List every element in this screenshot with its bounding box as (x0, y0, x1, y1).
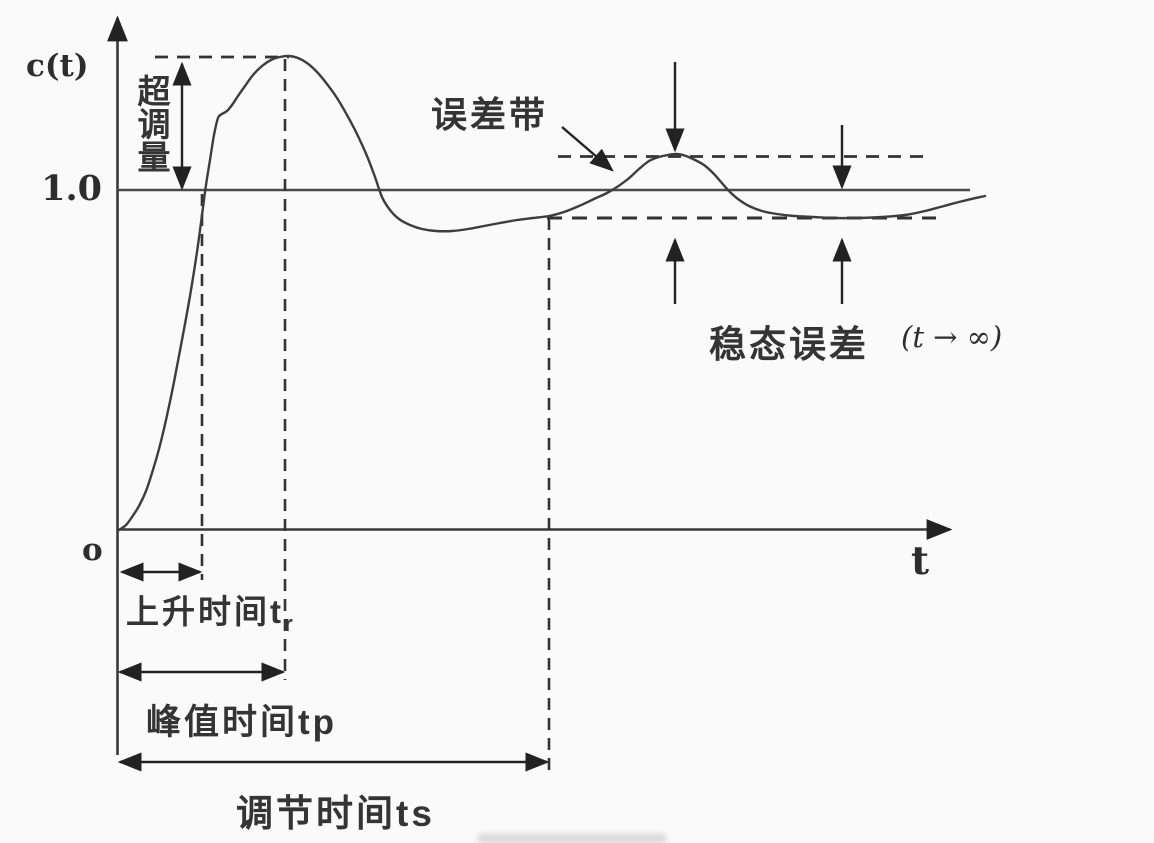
origin-label: o (82, 532, 103, 568)
overshoot-label: 超调量 (133, 74, 170, 173)
limit-label: (t → ∞) (901, 320, 1003, 354)
steady-value-label: 1.0 (41, 168, 102, 209)
rise-time-subscript: r (284, 610, 296, 636)
rise-time-text: 上升时间t (126, 593, 284, 630)
steady-state-error-label: 稳态误差 (709, 324, 869, 365)
cropped-caption-smudge (477, 834, 667, 843)
settling-time-label: 调节时间ts (236, 793, 435, 834)
peak-time-label: 峰值时间tp (146, 703, 338, 742)
error-band-label: 误差带 (431, 94, 549, 135)
x-axis-label: t (911, 538, 930, 584)
rise-time-label: 上升时间tr (126, 585, 296, 637)
error-band-pointer-arrow (561, 126, 614, 172)
y-axis-label: c(t) (26, 48, 89, 84)
response-curve (117, 54, 987, 532)
